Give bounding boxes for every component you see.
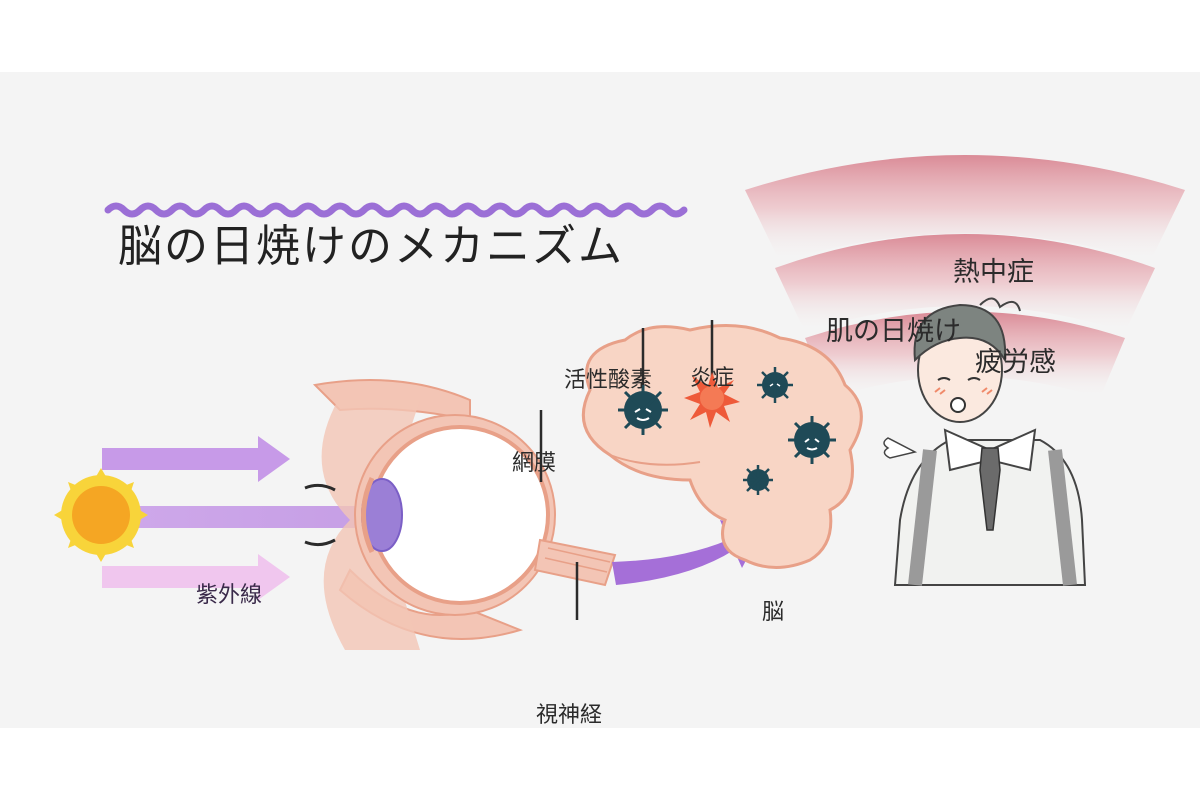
retina-label: 網膜: [512, 451, 557, 476]
effect-skin-sunburn: 肌の日焼け: [826, 316, 961, 347]
diagram-svg: [54, 155, 1185, 650]
title-wave-underline: [104, 202, 688, 218]
sun-icon: [54, 468, 148, 562]
eyeball: [354, 414, 556, 616]
active-oxygen-label: 活性酸素: [564, 368, 653, 393]
uv-arrows: [102, 436, 496, 600]
optic-nerve-label: 視神経: [536, 703, 603, 728]
effect-heatstroke: 熱中症: [953, 257, 1034, 288]
tired-person: [883, 297, 1087, 586]
effect-fatigue: 疲労感: [975, 347, 1056, 378]
page-title: 脳の日焼けのメカニズム: [118, 221, 624, 272]
active-oxygen-germs: [618, 367, 836, 495]
nerve-to-brain-arrow: [612, 520, 762, 585]
brain-label: 脳: [762, 600, 785, 625]
optic-nerve: [533, 538, 617, 587]
uv-label: 紫外線: [196, 583, 263, 608]
diagram-canvas: 脳の日焼けのメカニズム 紫外線 網膜 視神経 活性酸素 炎症 脳 熱中症 肌の日…: [0, 72, 1200, 728]
uv-arrow-top: [102, 436, 290, 482]
inflammation-label: 炎症: [690, 366, 735, 391]
uv-arrow-middle: [130, 493, 496, 541]
uv-arrow-bottom: [102, 554, 290, 600]
inflammation-burst: [684, 372, 740, 428]
